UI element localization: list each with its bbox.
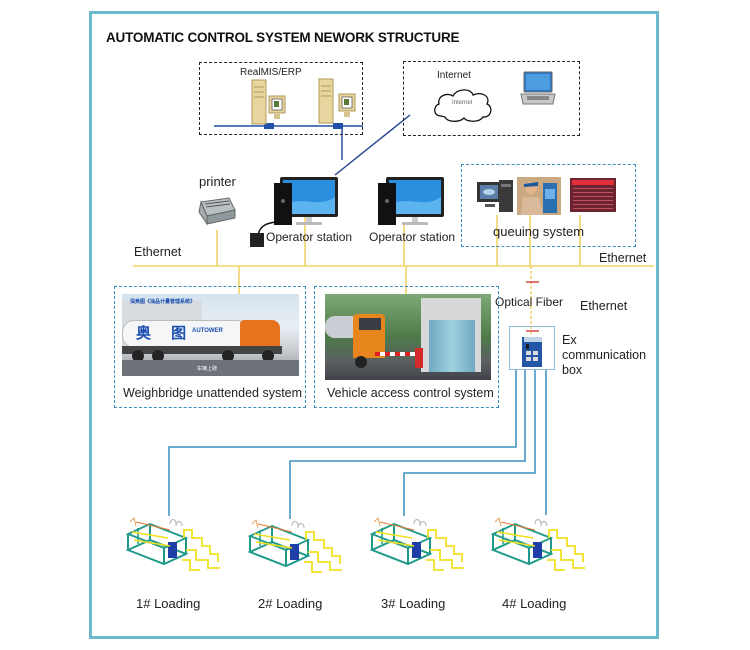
diagram-title: AUTOMATIC CONTROL SYSTEM NEWORK STRUCTUR… [106,30,460,45]
loading-label-3: 3# Loading [381,596,446,611]
mis-erp-label: RealMIS/ERP [240,67,302,78]
ex-box-label-line2: communication [562,348,647,362]
optical-fiber-label: Optical Fiber [495,295,564,309]
loading-skid-icon [369,517,464,571]
kiosk-user-icon [517,177,561,215]
ethernet-label-lower-right: Ethernet [580,299,628,313]
weighbridge-bottom-caption: 车辆上磅 [197,366,218,372]
server-tower-icon [318,78,334,124]
ex-box-label-line3: box [562,363,583,377]
weighbridge-photo: 深奥图《油品计量管理系统》 奥 图 AUTOWER 车辆上磅 [122,294,299,376]
internet-label: Internet [437,70,471,81]
vehicle-access-group [314,286,499,408]
printer-label: printer [199,174,236,189]
loading-station-4 [490,516,591,576]
queuing-system-group [461,164,636,247]
loading-skid-icon [125,517,220,571]
weighbridge-truck-brand: AUTOWER [192,328,223,334]
operator-station-2-label: Operator station [369,230,456,244]
vehicle-access-photo [325,294,491,380]
led-display-icon [570,178,616,212]
cloud-label: Internet [452,100,473,106]
weighbridge-photo-caption: 深奥图《油品计量管理系统》 [130,299,196,305]
ex-communication-box [509,326,555,370]
loading-label-2: 2# Loading [258,596,323,611]
mis-erp-group [199,62,363,135]
laptop-icon [520,71,556,105]
ex-box-label-line1: Ex [562,333,577,347]
weighbridge-truck-text: 奥 图 [136,325,195,342]
monitor-icon [338,93,356,117]
loading-label-1: 1# Loading [136,596,201,611]
server-tower-icon [251,79,267,125]
vehicle-access-label: Vehicle access control system [327,386,494,400]
loading-station-1 [125,516,226,576]
operator-station-1-label: Operator station [266,230,353,244]
printer-icon [198,197,236,226]
network-switch-icon [522,337,542,367]
loading-station-3 [369,516,470,576]
operator-station-1-icon [250,177,338,247]
loading-label-4: 4# Loading [502,596,567,611]
weighbridge-group [114,286,306,408]
loading-skid-icon [247,519,342,573]
weighbridge-label: Weighbridge unattended system [123,386,303,400]
queuing-system-label: queuing system [493,224,585,239]
desktop-pc-icon [477,180,513,212]
ethernet-label-right: Ethernet [599,251,647,265]
monitor-icon [268,95,286,119]
operator-station-2-icon [378,177,444,225]
cloud-icon [434,89,492,122]
loading-station-2 [247,518,348,578]
ethernet-label-left: Ethernet [134,245,182,259]
internet-group [403,61,580,136]
diagram-frame [89,11,659,639]
loading-skid-icon [490,517,585,571]
